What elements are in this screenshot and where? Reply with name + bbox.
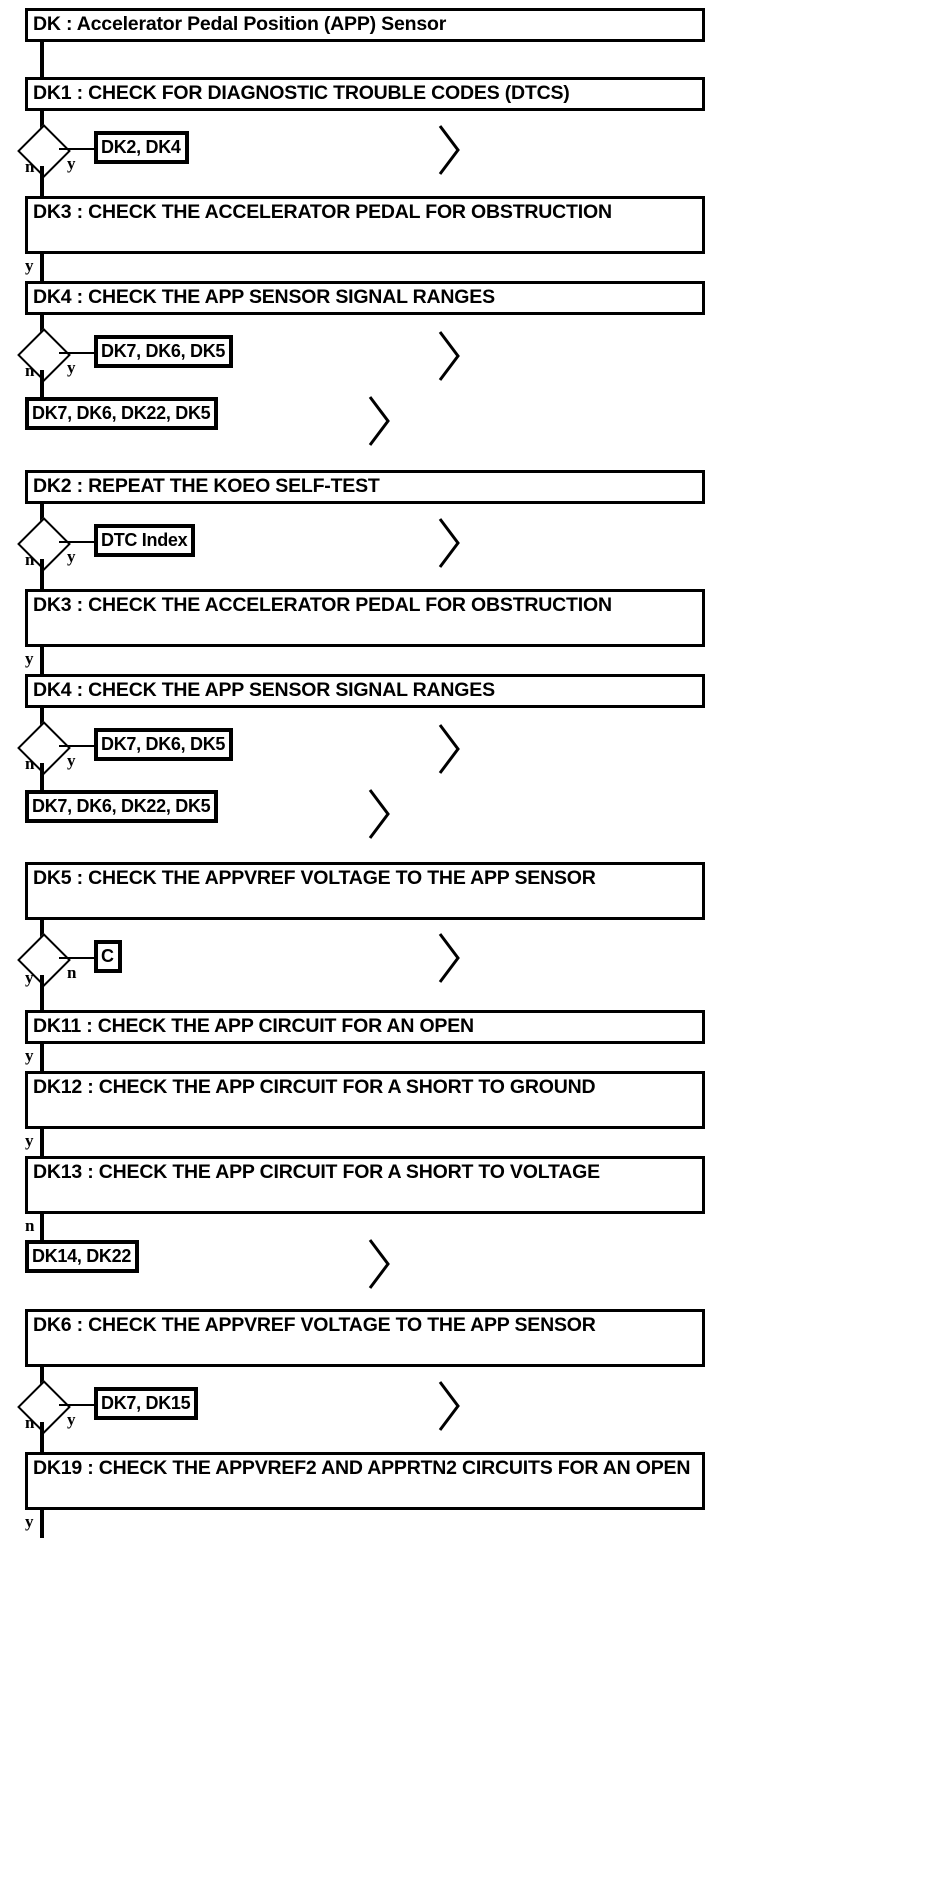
node-dk-title[interactable]: DK : Accelerator Pedal Position (APP) Se… (25, 8, 705, 42)
ref-node-dk14-dk22[interactable]: DK14, DK22 (25, 1240, 140, 1273)
chevron-right-icon (366, 393, 392, 449)
connector-dk3-b-to-dk4-b (40, 647, 44, 675)
connector-dk4-b-to-decision (40, 708, 44, 730)
edge-label-dk4-a-yes: y (67, 358, 76, 377)
connector-dk13-to-ref-dk14 (40, 1214, 44, 1242)
node-dk3-a[interactable]: DK3 : CHECK THE ACCELERATOR PEDAL FOR OB… (25, 196, 705, 254)
connector-dk6-to-decision (40, 1367, 44, 1389)
edge-label-dk2-yes: y (67, 547, 76, 566)
ref-node-dk7-dk6-dk5-a[interactable]: DK7, DK6, DK5 (94, 335, 234, 368)
connector-decision-dk5-yes (40, 975, 44, 1011)
node-dk4-b[interactable]: DK4 : CHECK THE APP SENSOR SIGNAL RANGES (25, 674, 705, 708)
node-dk11[interactable]: DK11 : CHECK THE APP CIRCUIT FOR AN OPEN (25, 1010, 705, 1044)
connector-decision-dk4-b-no (40, 763, 44, 792)
edge-label-dk4-a-no: n (25, 361, 35, 380)
edge-label-dk19-yes: y (25, 1512, 34, 1531)
connector-dk-title-to-dk1 (40, 42, 44, 77)
connector-decision-dk1-yes (59, 148, 96, 150)
edge-label-dk13-no: n (25, 1216, 35, 1235)
connector-dk11-to-dk12 (40, 1044, 44, 1072)
ref-node-c[interactable]: C (94, 940, 122, 973)
edge-label-dk3-a-yes: y (25, 256, 34, 275)
chevron-right-icon (436, 122, 462, 178)
connector-dk5-to-decision (40, 920, 44, 942)
node-dk6[interactable]: DK6 : CHECK THE APPVREF VOLTAGE TO THE A… (25, 1309, 705, 1367)
connector-decision-dk6-yes (59, 1404, 96, 1406)
connector-decision-dk1-no (40, 166, 44, 198)
edge-label-dk1-yes: y (67, 154, 76, 173)
node-dk13[interactable]: DK13 : CHECK THE APP CIRCUIT FOR A SHORT… (25, 1156, 705, 1214)
edge-label-dk3-b-yes: y (25, 649, 34, 668)
chevron-right-icon (366, 1236, 392, 1292)
node-dk1[interactable]: DK1 : CHECK FOR DIAGNOSTIC TROUBLE CODES… (25, 77, 705, 111)
node-dk12[interactable]: DK12 : CHECK THE APP CIRCUIT FOR A SHORT… (25, 1071, 705, 1129)
ref-node-dk7-dk6-dk22-dk5-b[interactable]: DK7, DK6, DK22, DK5 (25, 790, 219, 823)
connector-dk2-to-decision (40, 504, 44, 526)
chevron-right-icon (436, 1378, 462, 1434)
connector-dk4-a-to-decision (40, 315, 44, 337)
edge-label-dk5-yes: y (25, 968, 34, 987)
chevron-right-icon (436, 721, 462, 777)
node-dk4-a[interactable]: DK4 : CHECK THE APP SENSOR SIGNAL RANGES (25, 281, 705, 315)
edge-label-dk2-no: n (25, 550, 35, 569)
connector-decision-dk6-no (40, 1422, 44, 1454)
edge-label-dk6-yes: y (67, 1410, 76, 1429)
connector-decision-dk4-b-yes (59, 745, 96, 747)
node-dk19[interactable]: DK19 : CHECK THE APPVREF2 AND APPRTN2 CI… (25, 1452, 705, 1510)
chevron-right-icon (436, 930, 462, 986)
ref-node-dk7-dk6-dk5-b[interactable]: DK7, DK6, DK5 (94, 728, 234, 761)
connector-dk19-continues (40, 1510, 44, 1538)
edge-label-dk4-b-yes: y (67, 751, 76, 770)
node-dk2[interactable]: DK2 : REPEAT THE KOEO SELF-TEST (25, 470, 705, 504)
edge-label-dk11-yes: y (25, 1046, 34, 1065)
connector-decision-dk2-no (40, 559, 44, 591)
chevron-right-icon (436, 515, 462, 571)
connector-dk1-to-decision (40, 111, 44, 133)
ref-node-dk2-dk4[interactable]: DK2, DK4 (94, 131, 189, 164)
ref-node-dk7-dk6-dk22-dk5-a[interactable]: DK7, DK6, DK22, DK5 (25, 397, 219, 430)
ref-node-dtc-index[interactable]: DTC Index (94, 524, 196, 557)
chevron-right-icon (366, 786, 392, 842)
connector-decision-dk5-no (59, 957, 96, 959)
node-dk5[interactable]: DK5 : CHECK THE APPVREF VOLTAGE TO THE A… (25, 862, 705, 920)
connector-dk3-a-to-dk4-a (40, 254, 44, 282)
edge-label-dk1-no: n (25, 157, 35, 176)
edge-label-dk5-no: n (67, 963, 77, 982)
connector-decision-dk2-yes (59, 541, 96, 543)
ref-node-dk7-dk15[interactable]: DK7, DK15 (94, 1387, 199, 1420)
chevron-right-icon (436, 328, 462, 384)
connector-dk12-to-dk13 (40, 1129, 44, 1157)
connector-decision-dk4-a-no (40, 370, 44, 399)
edge-label-dk4-b-no: n (25, 754, 35, 773)
connector-decision-dk4-a-yes (59, 352, 96, 354)
node-dk3-b[interactable]: DK3 : CHECK THE ACCELERATOR PEDAL FOR OB… (25, 589, 705, 647)
edge-label-dk12-yes: y (25, 1131, 34, 1150)
edge-label-dk6-no: n (25, 1413, 35, 1432)
